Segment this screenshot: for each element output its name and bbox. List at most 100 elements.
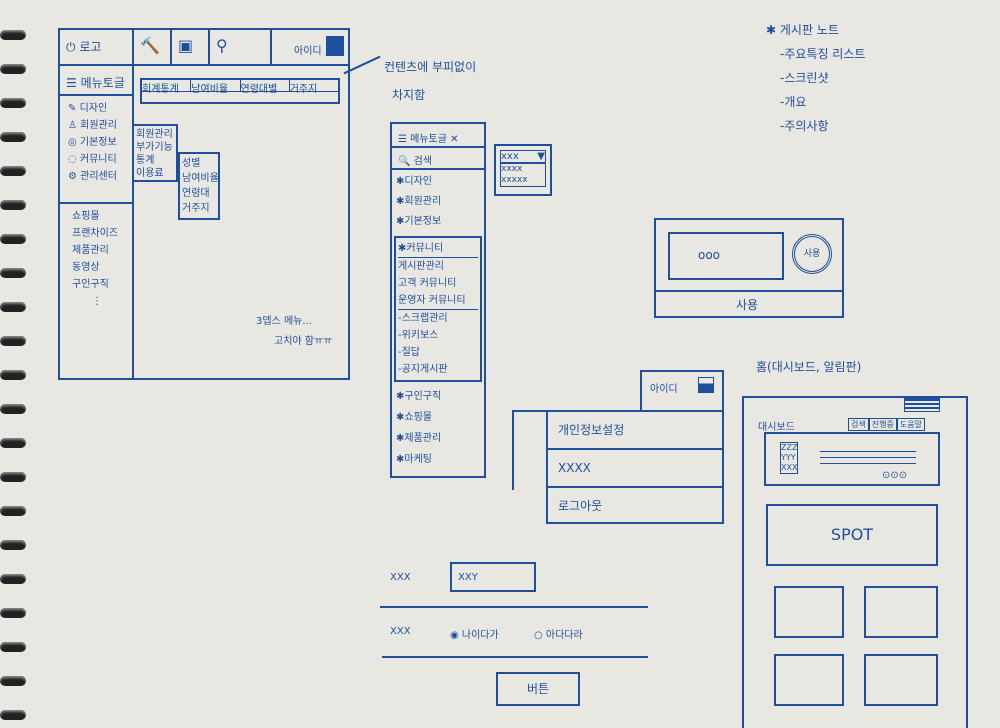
- grid-tile[interactable]: [774, 586, 844, 638]
- chevron-down-icon: ▼: [537, 151, 545, 162]
- menu-item[interactable]: ✱회원관리: [396, 196, 442, 207]
- radio-option-1[interactable]: ◉ 나이다가: [450, 630, 499, 641]
- menu-item[interactable]: ✱커뮤니티: [398, 240, 478, 258]
- avatar-icon: [698, 377, 714, 393]
- form-label: XXX: [390, 572, 411, 583]
- side-item[interactable]: ✎ 디자인: [68, 103, 108, 114]
- tile-label: ZZZ: [781, 443, 798, 452]
- community-item[interactable]: 게시판관리: [398, 261, 444, 272]
- home-title: 홈(대시보드, 알림판): [756, 360, 862, 374]
- tab[interactable]: 남여비율: [191, 80, 241, 95]
- tile-label: YYY: [781, 453, 796, 462]
- lower-item[interactable]: 구인구직: [72, 279, 109, 290]
- submenu-item[interactable]: 통계: [136, 155, 155, 166]
- grid-tile[interactable]: [774, 654, 844, 706]
- menu-item[interactable]: ✱디자인: [396, 176, 432, 187]
- sub-item[interactable]: -공지게시판: [398, 364, 448, 375]
- user-id-box[interactable]: 아이디: [640, 370, 724, 412]
- menu-item[interactable]: ✱마케팅: [396, 454, 432, 465]
- submenu: 회원관리 부가기능 통계 이용료: [132, 124, 178, 182]
- side-item[interactable]: ◌ 커뮤니티: [68, 154, 117, 165]
- home-sketch: 대시보드 검색 진행중 도움말 ZZZ YYY XXX ⊙⊙⊙ SPOT: [742, 396, 968, 728]
- easel-icon[interactable]: ▣: [178, 36, 194, 55]
- tab-bar: 회계통계 남여비율 연령대별 거주지: [140, 78, 340, 104]
- submenu-item[interactable]: 이용료: [136, 168, 164, 179]
- community-item[interactable]: 고객 커뮤니티: [398, 278, 457, 289]
- lower-menu: 쇼핑몰 프랜차이즈 제품관리 동영상 구인구직 ⋮: [72, 208, 118, 310]
- side-item[interactable]: ♙ 회원관리: [68, 120, 117, 131]
- side-item[interactable]: ◎ 기본정보: [68, 137, 117, 148]
- menu-toggle[interactable]: ☰ 메뉴토글 ✕: [398, 134, 459, 145]
- subsubmenu-item[interactable]: 남여비율: [182, 173, 219, 184]
- hammer-icon[interactable]: 🔨: [140, 36, 160, 55]
- dropdown-option[interactable]: xxxx: [501, 164, 523, 174]
- grid-tile[interactable]: [864, 586, 938, 638]
- lower-item[interactable]: 제품관리: [72, 245, 109, 256]
- dropdown-sketch: xxx▼ xxxx xxxxx: [494, 144, 552, 196]
- menu-item[interactable]: XXXX: [548, 450, 722, 488]
- header-widget[interactable]: [904, 398, 940, 412]
- lower-item[interactable]: 쇼핑몰: [72, 211, 100, 222]
- side-item[interactable]: ⚙ 관리센터: [68, 171, 117, 182]
- community-item[interactable]: 운영자 커뮤니티: [398, 292, 478, 310]
- text-lines: [820, 446, 916, 466]
- dropdown-option[interactable]: xxxxx: [501, 175, 528, 185]
- tab[interactable]: 검색: [848, 418, 869, 431]
- close-icon: ✕: [450, 134, 459, 145]
- sub-item[interactable]: -위키보스: [398, 330, 439, 341]
- menu-item[interactable]: ✱쇼핑몰: [396, 412, 432, 423]
- lower-item[interactable]: 프랜차이즈: [72, 228, 118, 239]
- submenu-item[interactable]: 회원관리: [136, 129, 173, 140]
- tab[interactable]: 회계통계: [142, 80, 192, 95]
- annotation-line2: 차지함: [392, 88, 426, 102]
- side-menu: ✎ 디자인 ♙ 회원관리 ◎ 기본정보 ◌ 커뮤니티 ⚙ 관리센터: [68, 100, 117, 185]
- card-input[interactable]: ooo: [668, 232, 784, 280]
- use-button[interactable]: 사용: [736, 298, 759, 312]
- annotation-line1: 컨텐츠에 부피없이: [384, 60, 477, 74]
- subsubmenu-item[interactable]: 거주지: [182, 203, 210, 214]
- radio-option-2[interactable]: ○ 아다다라: [534, 630, 583, 641]
- card-sketch: ooo 사용 사용: [654, 218, 844, 318]
- avatar-icon: [326, 36, 344, 56]
- tile-label: XXX: [781, 463, 798, 472]
- grid-tile[interactable]: [864, 654, 938, 706]
- note-line2: 고치야 함ㅠㅠ: [274, 336, 333, 347]
- note-line1: 3뎁스 메뉴...: [256, 316, 312, 327]
- menu-item-profile[interactable]: 개인정보설정: [548, 412, 722, 450]
- power-icon: ⏻: [66, 40, 76, 54]
- dashboard-label: 대시보드: [758, 422, 795, 433]
- pagination-dots[interactable]: ⊙⊙⊙: [882, 470, 908, 481]
- spot-banner[interactable]: SPOT: [766, 504, 938, 566]
- subsubmenu: 성별 남여비율 연령대 거주지: [178, 152, 220, 220]
- sub-item[interactable]: -스크랩관리: [398, 313, 448, 324]
- dropdown-select[interactable]: xxx▼: [500, 150, 546, 163]
- logo[interactable]: ⏻ 로고: [66, 40, 102, 54]
- menu-item-logout[interactable]: 로그아웃: [558, 499, 603, 513]
- tab[interactable]: 도움말: [896, 418, 925, 431]
- menu-item[interactable]: ✱구인구직: [396, 391, 442, 402]
- tab[interactable]: 진행중: [868, 418, 897, 431]
- menu-sketch: ☰ 메뉴토글 ✕ 🔍 검색 ✱디자인 ✱회원관리 ✱기본정보 ✱커뮤니티 게시판…: [390, 122, 486, 478]
- tab[interactable]: 연령대별: [240, 80, 290, 95]
- main-layout-sketch: ⏻ 로고 🔨 ▣ ⚲ 아이디 ☰ 메뉴토글 ✎ 디자인 ♙ 회원관리 ◎ 기본정…: [58, 28, 350, 380]
- sub-item[interactable]: -질답: [398, 347, 421, 358]
- form-label: XXX: [390, 626, 411, 637]
- submit-button[interactable]: 버튼: [496, 672, 580, 706]
- user-dropdown: 개인정보설정 XXXX 로그아웃: [546, 410, 724, 524]
- menu-toggle[interactable]: ☰ 메뉴토글: [66, 76, 125, 90]
- text-input[interactable]: XXY: [450, 562, 536, 592]
- tab[interactable]: 거주지: [289, 80, 338, 95]
- search-item[interactable]: 🔍 검색: [398, 156, 433, 167]
- search-icon[interactable]: ⚲: [216, 36, 228, 55]
- menu-item[interactable]: ✱기본정보: [396, 216, 442, 227]
- user-id[interactable]: 아이디: [294, 46, 322, 57]
- avatar-icon: 사용: [792, 234, 832, 274]
- lower-item[interactable]: 동영상: [72, 262, 100, 273]
- notes-title: ✱ 게시판 노트: [766, 23, 839, 37]
- submenu-item[interactable]: 부가기능: [136, 142, 173, 153]
- subsubmenu-item[interactable]: 성별: [182, 158, 201, 169]
- lower-item: ⋮: [92, 296, 102, 307]
- menu-item[interactable]: ✱제품관리: [396, 433, 442, 444]
- subsubmenu-item[interactable]: 연령대: [182, 188, 210, 199]
- dashboard-panel: ZZZ YYY XXX ⊙⊙⊙: [764, 432, 940, 486]
